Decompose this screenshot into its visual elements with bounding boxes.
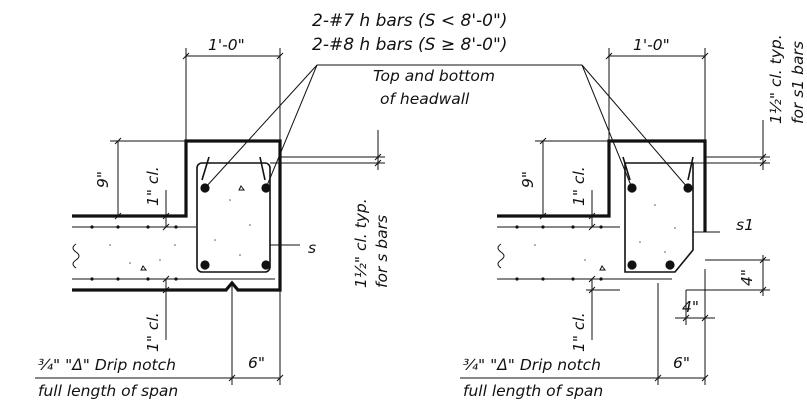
right-9in-label: 9" bbox=[519, 171, 537, 188]
left-6in-label: 6" bbox=[248, 354, 265, 372]
s1-bar-label: s1 bbox=[736, 216, 754, 234]
right-section bbox=[460, 48, 770, 385]
left-stirrup-hook-a bbox=[201, 156, 210, 181]
right-drip-label: ¾" "Δ" Drip notch bbox=[463, 356, 601, 374]
left-9in-label: 9" bbox=[94, 171, 112, 188]
left-h-bar-bot-2 bbox=[261, 260, 271, 270]
right-6in-label: 6" bbox=[673, 354, 690, 372]
right-s1-stirrup bbox=[624, 162, 694, 273]
annotations: 2-#7 h bars (S < 8'-0") 2-#8 h bars (S ≥… bbox=[38, 11, 807, 400]
left-1cl-top-label: 1" cl. bbox=[144, 166, 162, 206]
s1-clear-label-1: 1½" cl. typ. bbox=[767, 34, 785, 124]
s-bar-label: s bbox=[308, 239, 316, 257]
right-1cl-bot-label: 1" cl. bbox=[570, 312, 588, 352]
hbars-label-line1: 2-#7 h bars (S < 8'-0") bbox=[312, 11, 507, 31]
left-full-length-label: full length of span bbox=[38, 382, 178, 400]
right-full-length-label: full length of span bbox=[463, 382, 603, 400]
left-1ft-label: 1'-0" bbox=[208, 36, 245, 54]
four-in-h-label: 4" bbox=[682, 298, 699, 316]
s1-clear-label-2: for s1 bars bbox=[789, 41, 807, 124]
s-clear-label-1: 1½" cl. typ. bbox=[352, 198, 370, 288]
four-in-v-label: 4" bbox=[738, 269, 756, 286]
top-bottom-label-2: of headwall bbox=[380, 90, 470, 108]
right-break-symbol bbox=[497, 243, 505, 269]
right-slab-bar-dots bbox=[515, 225, 603, 281]
right-h-bar-bot-2 bbox=[665, 260, 675, 270]
left-break-symbol bbox=[72, 243, 80, 269]
right-1ft-label: 1'-0" bbox=[633, 36, 670, 54]
right-h-bar-bot-1 bbox=[627, 260, 637, 270]
top-bottom-label-1: Top and bottom bbox=[373, 67, 495, 85]
left-s-stirrup bbox=[196, 162, 271, 273]
h-bar-leaders bbox=[204, 64, 689, 189]
left-stirrup-hook-b bbox=[259, 156, 266, 181]
right-1cl-top-label: 1" cl. bbox=[570, 166, 588, 206]
left-h-bar-bot-1 bbox=[200, 260, 210, 270]
left-drip-label: ¾" "Δ" Drip notch bbox=[38, 356, 176, 374]
left-slab-bar-dots bbox=[90, 225, 178, 281]
left-1cl-bot-label: 1" cl. bbox=[144, 312, 162, 352]
hbars-label-line2: 2-#8 h bars (S ≥ 8'-0") bbox=[312, 35, 507, 55]
left-section bbox=[35, 48, 385, 385]
left-concrete-specks bbox=[109, 185, 251, 271]
s-clear-label-2: for s bars bbox=[373, 215, 391, 288]
